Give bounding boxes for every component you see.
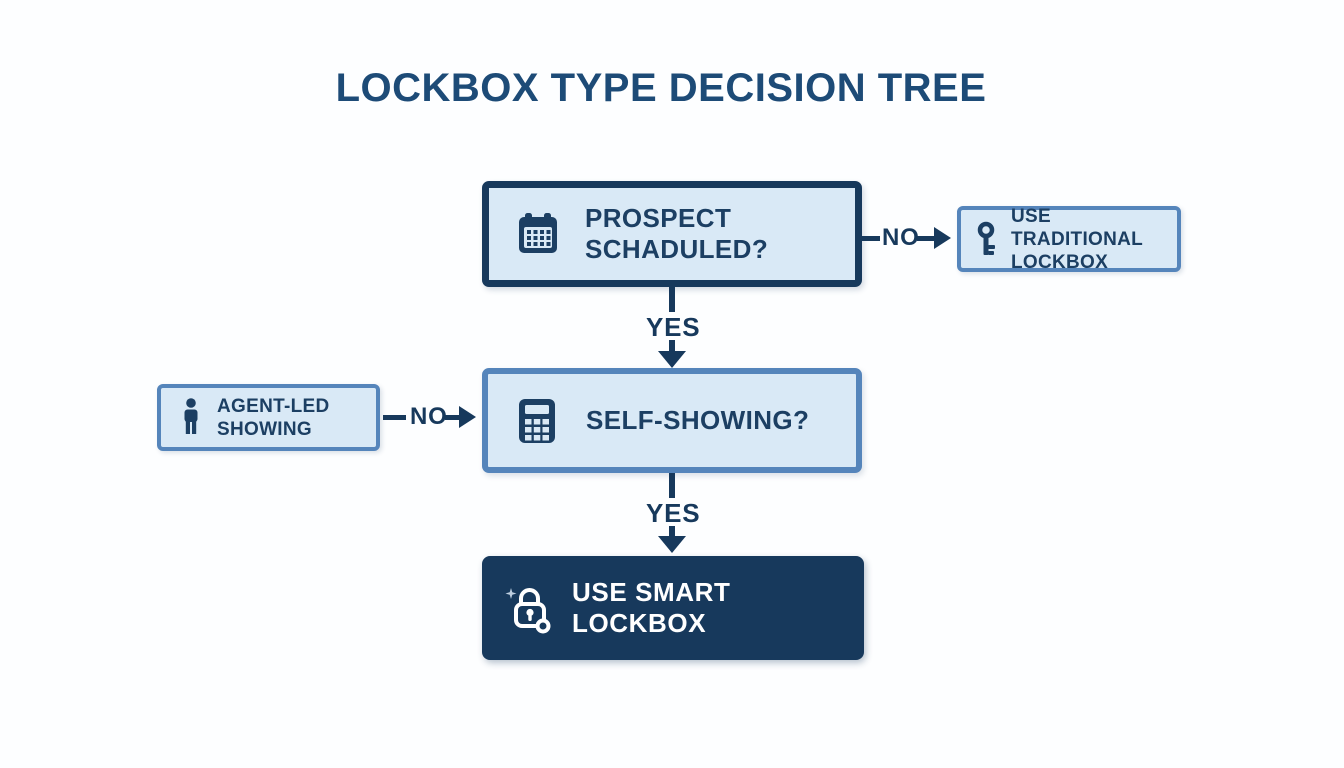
arrowhead-down-top xyxy=(658,351,686,368)
node-label-prospect: PROSPECT SCHADULED? xyxy=(585,203,769,264)
node-use-smart-lockbox: USE SMART LOCKBOX xyxy=(482,556,864,660)
key-icon xyxy=(973,221,999,257)
node-label-agent-led: AGENT-LED SHOWING xyxy=(217,395,329,441)
node-label-smart: USE SMART LOCKBOX xyxy=(572,577,731,638)
edge-line-self-yes-2 xyxy=(669,526,675,536)
node-prospect-scheduled: PROSPECT SCHADULED? xyxy=(482,181,862,287)
edge-line-prospect-yes xyxy=(669,287,675,312)
arrowhead-down-bottom xyxy=(658,536,686,553)
page-title: LOCKBOX TYPE DECISION TREE xyxy=(335,66,987,110)
calendar-icon xyxy=(515,211,561,257)
edge-line-self-yes xyxy=(669,473,675,498)
node-self-showing: SELF-SHOWING? xyxy=(482,368,862,473)
arrowhead-right-top xyxy=(934,227,951,249)
node-label-self-showing: SELF-SHOWING? xyxy=(586,405,810,435)
edge-label-no-top: NO xyxy=(882,224,920,251)
edge-line-prospect-no-2 xyxy=(917,236,934,241)
node-label-traditional-line1: USE TRADITIONAL xyxy=(1011,205,1144,250)
edge-label-no-left: NO xyxy=(410,403,448,430)
edge-label-yes-top: YES xyxy=(646,312,701,342)
edge-line-prospect-no xyxy=(860,236,880,241)
node-label-agent-led-line2: SHOWING xyxy=(217,418,312,440)
node-agent-led-showing: AGENT-LED SHOWING xyxy=(157,384,380,451)
arrowhead-right-left xyxy=(459,406,476,428)
smart-lock-icon xyxy=(502,582,554,634)
edge-label-yes-bottom: YES xyxy=(646,498,701,528)
node-label-traditional-line2: LOCKBOX xyxy=(1011,251,1109,273)
calculator-icon xyxy=(514,398,560,444)
edge-line-agent-no xyxy=(383,415,406,420)
node-label-traditional: USE TRADITIONAL LOCKBOX xyxy=(1011,205,1177,274)
node-use-traditional-lockbox: USE TRADITIONAL LOCKBOX xyxy=(957,205,1181,274)
edge-line-prospect-yes-2 xyxy=(669,340,675,352)
edge-line-agent-no-2 xyxy=(445,415,459,420)
person-icon xyxy=(181,397,201,438)
node-label-agent-led-line1: AGENT-LED xyxy=(217,395,330,417)
